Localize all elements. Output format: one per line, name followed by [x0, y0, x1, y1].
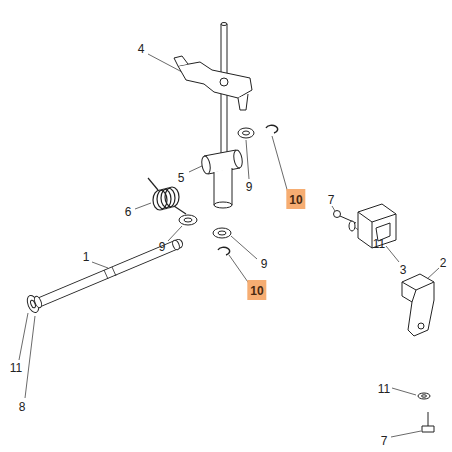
callout-number: 3 — [400, 263, 407, 277]
callout-label: 2 — [440, 253, 447, 271]
callout-number: 9 — [159, 240, 166, 254]
callout-label: 11 — [10, 358, 22, 376]
callout-number: 8 — [19, 400, 26, 414]
callout-label: 3 — [400, 260, 407, 278]
callout-number: 1 — [83, 250, 90, 264]
callout-number: 7 — [381, 434, 388, 448]
callout-number: 7 — [328, 193, 335, 207]
callout-label: 9 — [159, 237, 166, 255]
callout-label: 7 — [328, 190, 335, 208]
callout-number: 9 — [246, 180, 253, 194]
highlight-box: 10 — [286, 189, 305, 209]
highlight-box: 10 — [247, 280, 266, 300]
callout-number: 4 — [138, 42, 145, 56]
callout-label: 9 — [261, 254, 268, 272]
callout-number: 9 — [261, 257, 268, 271]
callout-number: 2 — [440, 256, 447, 270]
callout-number: 6 — [125, 205, 132, 219]
callout-label: 1 — [83, 247, 90, 265]
callout-label: 11 — [373, 234, 385, 252]
callout-number: 10 — [250, 284, 263, 298]
callout-number: 10 — [289, 193, 302, 207]
callout-number: 11 — [373, 237, 385, 251]
callout-label: 9 — [246, 177, 253, 195]
callout-number: 11 — [10, 361, 22, 375]
callout-number: 5 — [178, 171, 185, 185]
callout-label: 5 — [178, 168, 185, 186]
callout-label: 7 — [381, 431, 388, 449]
callout-number: 11 — [378, 382, 390, 396]
callout-label: 6 — [125, 202, 132, 220]
callout-label: 11 — [378, 379, 390, 397]
callout-label: 8 — [19, 397, 26, 415]
callout-label: 4 — [138, 39, 145, 57]
